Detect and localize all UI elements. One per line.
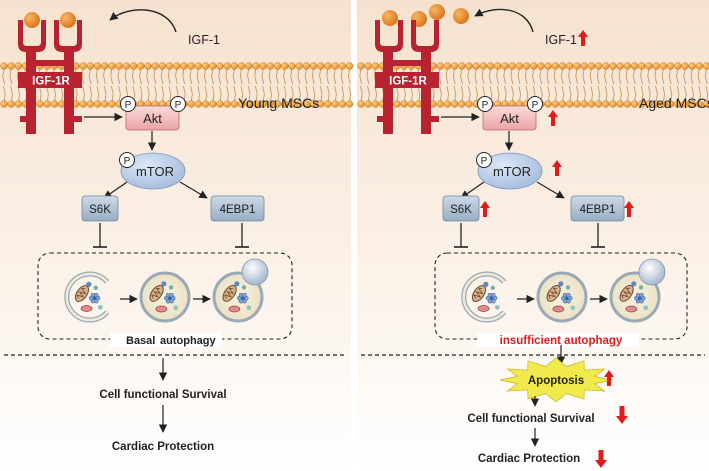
mtor-node: mTOR	[477, 152, 543, 190]
lysosome-icon	[241, 258, 269, 286]
protection-label: Cardiac Protection	[112, 441, 214, 453]
akt-label: Akt	[500, 111, 519, 126]
basal-label: Basal	[126, 335, 155, 347]
phosphate-label: P	[125, 100, 132, 111]
mtor-to-4ebp1-arrow	[179, 181, 208, 199]
igf1-label: IGF-1	[545, 33, 577, 47]
akt-label: Akt	[143, 111, 162, 126]
igf1r-label: IGF-1R	[32, 76, 70, 88]
apoptosis-label: Apoptosis	[528, 375, 584, 387]
akt-box: Akt	[125, 105, 180, 131]
phosphate-label: P	[481, 156, 488, 167]
inhibit-bar-icon	[235, 223, 249, 248]
autophagy-label: autophagy	[160, 335, 216, 347]
s6k-up-arrow-icon	[480, 201, 490, 217]
autophagy-cell-icon	[139, 271, 191, 323]
membrane-icon	[357, 62, 709, 108]
4ebp1-label: 4EBP1	[220, 204, 256, 216]
panel-divider	[351, 0, 357, 471]
mtor-label: mTOR	[493, 164, 531, 179]
inhibit-bar-icon	[591, 223, 605, 248]
phosphate-label: P	[175, 100, 182, 111]
autophagy-cell-icon	[461, 271, 507, 323]
akt-box: Akt	[482, 105, 537, 131]
mtor-to-s6k-arrow	[460, 181, 485, 199]
mtor-label: mTOR	[136, 164, 174, 179]
4ebp1-up-arrow-icon	[624, 201, 634, 217]
inhibit-bar-icon	[454, 223, 468, 248]
survival-label: Cell functional Survival	[467, 413, 594, 425]
s6k-label: S6K	[89, 204, 111, 216]
apoptosis-burst-icon	[499, 357, 613, 403]
4ebp1-box: 4EBP1	[570, 195, 625, 222]
akt-up-arrow-icon	[548, 110, 558, 126]
mtor-to-4ebp1-arrow	[536, 181, 565, 199]
phosphate-label: P	[482, 100, 489, 111]
cell-type-label: Aged MSCs	[639, 95, 709, 111]
s6k-box: S6K	[442, 195, 480, 222]
autophagy-cell-icon	[212, 271, 264, 323]
apoptosis-up-arrow-icon	[604, 370, 614, 386]
igf1-up-arrow-icon	[578, 30, 588, 46]
insufficient-autophagy-label: insufficient autophagy	[500, 335, 623, 347]
s6k-label: S6K	[450, 204, 472, 216]
phosphate-label: P	[532, 100, 539, 111]
cell-type-label: Young MSCs	[238, 95, 319, 111]
phosphate-icon: P	[120, 96, 136, 112]
inhibit-bar-icon	[93, 223, 107, 248]
receptor-icon	[375, 20, 439, 134]
phosphate-icon: P	[119, 152, 135, 168]
lysosome-icon	[638, 258, 666, 286]
autophagy-cell-icon	[536, 271, 588, 323]
receptor-icon	[18, 20, 82, 134]
survival-label: Cell functional Survival	[99, 389, 226, 401]
phosphate-icon: P	[476, 152, 492, 168]
autophagy-cell-icon	[609, 271, 661, 323]
survival-down-arrow-icon	[616, 406, 628, 424]
s6k-box: S6K	[81, 195, 119, 222]
igf1r-label: IGF-1R	[389, 76, 427, 88]
autophagy-cell-icon	[64, 271, 110, 323]
protection-label: Cardiac Protection	[478, 453, 580, 465]
4ebp1-box: 4EBP1	[210, 195, 265, 222]
phosphate-icon: P	[527, 96, 543, 112]
igf1-ligand-icon	[24, 12, 76, 28]
4ebp1-label: 4EBP1	[580, 204, 616, 216]
mtor-up-arrow-icon	[552, 160, 562, 176]
phosphate-icon: P	[477, 96, 493, 112]
igf1-ligand-icon	[382, 4, 469, 27]
mtor-node: mTOR	[120, 152, 186, 190]
igf1-label: IGF-1	[188, 33, 220, 47]
ligand-binding-arrow	[109, 9, 177, 33]
protection-down-arrow-icon	[595, 450, 607, 468]
phosphate-label: P	[124, 156, 131, 167]
autophagy-label-bg	[477, 333, 639, 347]
autophagy-label-bg	[110, 333, 222, 347]
ligand-binding-arrow	[474, 8, 534, 33]
mtor-to-s6k-arrow	[103, 181, 128, 199]
phosphate-icon: P	[170, 96, 186, 112]
